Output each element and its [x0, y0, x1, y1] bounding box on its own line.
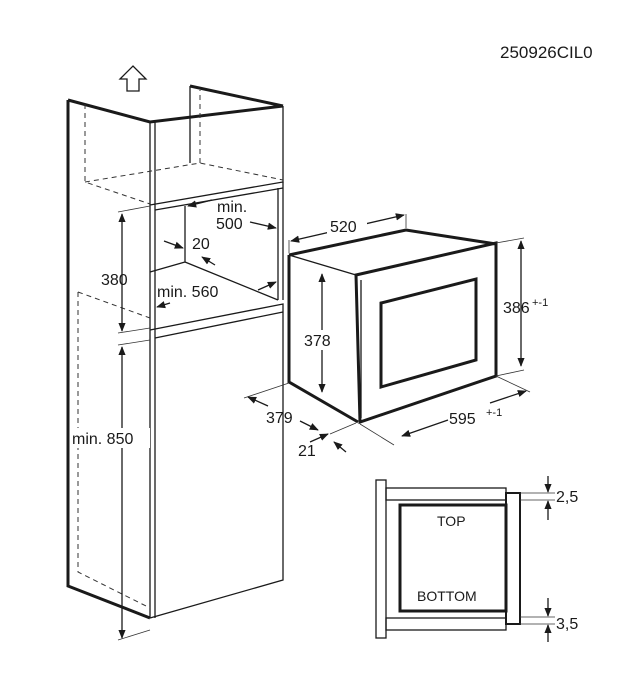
gap-top-label: 2,5 — [556, 489, 578, 506]
width-595-tolerance: +-1 — [486, 407, 502, 419]
depth-500-label: 500 — [216, 216, 243, 233]
width-min-560-label: min. 560 — [157, 284, 218, 301]
depth-379-label: 379 — [266, 410, 293, 427]
height-380-label: 380 — [101, 272, 128, 289]
ventilation-arrow-icon — [118, 65, 148, 92]
gap-bottom-label: 3,5 — [556, 616, 578, 633]
width-595-label: 595 — [449, 411, 476, 428]
microwave-window — [379, 277, 478, 389]
height-386-tolerance: +-1 — [532, 297, 548, 309]
top-label: TOP — [437, 513, 466, 529]
cabinet-dimensions: min. 500 20 380 min. 560 min. 850 — [70, 199, 277, 641]
tall-cabinet — [66, 84, 284, 620]
diagram-code: 250926CIL0 — [500, 43, 593, 62]
door-21-label: 21 — [298, 443, 316, 460]
appliance-dimensions: 520 378 386 +-1 379 21 595 +-1 — [243, 213, 548, 460]
height-386-label: 386 — [503, 300, 530, 317]
microwave-oven — [287, 228, 498, 425]
depth-520-label: 520 — [330, 219, 357, 236]
height-378-label: 378 — [304, 333, 331, 350]
dim-20-label: 20 — [192, 236, 210, 253]
cross-section-diagram: 2,5 3,5 TOP BOTTOM — [375, 476, 578, 642]
height-min-850-label: min. 850 — [72, 431, 133, 448]
bottom-label: BOTTOM — [417, 588, 477, 604]
min-label: min. — [217, 199, 247, 216]
